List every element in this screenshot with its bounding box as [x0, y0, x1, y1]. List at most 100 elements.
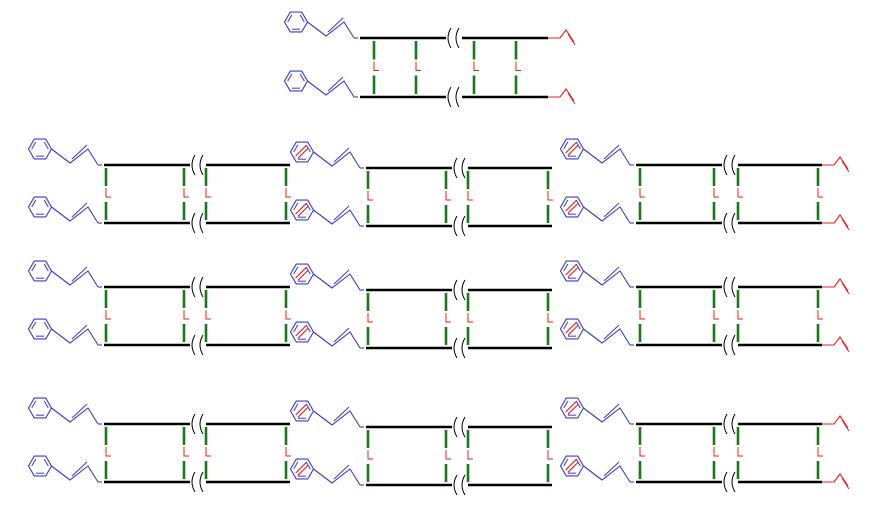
ring-double-bond	[43, 141, 49, 150]
vinyl-group	[822, 156, 850, 173]
vinylene-double-bond	[71, 202, 88, 218]
vinylene-chain	[51, 407, 99, 425]
vinyl-double-bond	[567, 92, 576, 105]
break-curve	[453, 157, 458, 179]
styryl-group	[289, 141, 364, 169]
linker-bond	[367, 313, 373, 323]
styryl-group	[289, 199, 364, 227]
linker-bond	[285, 310, 291, 320]
crosslink-rung	[104, 427, 111, 479]
break-curve	[199, 413, 204, 435]
break-curve	[723, 334, 728, 356]
chain-break-icon	[723, 471, 736, 493]
linker-bond	[547, 450, 553, 460]
break-curve	[453, 474, 458, 496]
ring-red-bond	[295, 462, 307, 474]
break-curve	[731, 471, 736, 493]
break-curve	[461, 337, 466, 359]
vinylene-double-bond	[603, 461, 620, 477]
benzene-ring-icon	[289, 400, 315, 422]
ladder-unit	[289, 400, 553, 496]
vinylene-chain	[51, 206, 99, 224]
crosslink-rung	[284, 290, 291, 342]
break-curve	[723, 276, 728, 298]
ring-red-bond	[567, 461, 579, 473]
vinyl-chain	[822, 473, 849, 487]
vinylene-chain	[583, 148, 631, 166]
vinyl-chain	[548, 88, 575, 102]
crosslink-rung	[638, 168, 645, 220]
crosslink-rung	[366, 171, 373, 223]
break-curve	[455, 86, 460, 108]
linker-bond	[105, 310, 111, 320]
ring-outline	[27, 455, 53, 477]
chain-break-icon	[447, 86, 460, 108]
vinylene-chain	[583, 270, 631, 288]
linker-bond	[817, 447, 823, 457]
vinylene-double-bond	[327, 17, 344, 33]
linker-bond	[737, 447, 743, 457]
crosslink-rung	[546, 171, 553, 223]
break-curve	[191, 471, 196, 493]
ring-double-bond	[43, 400, 49, 409]
ring-red-bond	[567, 202, 579, 214]
ring-double-bond	[299, 14, 305, 23]
chain-break-icon	[723, 154, 736, 176]
styryl-group	[27, 138, 102, 166]
crosslink-rung	[712, 290, 719, 342]
ring-double-bond	[31, 199, 37, 208]
linker-bond	[473, 61, 479, 71]
crosslink-rung	[816, 290, 823, 342]
vinylene-double-bond	[603, 403, 620, 419]
linker-bond	[183, 188, 189, 198]
linker-bond	[367, 450, 373, 460]
crosslink-rung	[712, 168, 719, 220]
linker-bond	[445, 313, 451, 323]
vinylene-double-bond	[333, 147, 350, 163]
benzene-ring-icon	[559, 318, 585, 340]
vinylene-chain	[313, 273, 361, 291]
benzene-ring-icon	[27, 196, 53, 218]
ring-red-bond	[565, 401, 577, 413]
benzene-ring-icon	[27, 260, 53, 282]
benzene-ring-icon	[289, 263, 315, 285]
linker-bond	[373, 61, 379, 71]
ring-red-bond	[297, 269, 309, 281]
styryl-group	[289, 321, 364, 349]
break-curve	[447, 86, 452, 108]
vinylene-double-bond	[71, 324, 88, 340]
styryl-group	[289, 400, 364, 428]
chain-break-icon	[191, 471, 204, 493]
vinyl-double-bond	[841, 160, 850, 173]
break-curve	[191, 413, 196, 435]
vinylene-double-bond	[603, 266, 620, 282]
vinylene-chain	[583, 328, 631, 346]
vinyl-group	[822, 336, 850, 353]
break-curve	[199, 334, 204, 356]
ring-double-bond	[43, 263, 49, 272]
vinyl-chain	[548, 29, 575, 43]
benzene-ring-icon	[27, 318, 53, 340]
vinylene-chain	[313, 151, 361, 169]
break-curve	[723, 413, 728, 435]
styryl-group	[27, 455, 102, 483]
vinyl-double-bond	[841, 419, 850, 432]
vinylene-double-bond	[71, 461, 88, 477]
vinyl-group	[822, 415, 850, 432]
ring-red-bond	[565, 200, 577, 212]
vinylene-double-bond	[603, 324, 620, 340]
ladder-unit	[27, 397, 291, 493]
ring-outline	[289, 321, 315, 343]
crosslink-rung	[816, 168, 823, 220]
ring-double-bond	[293, 266, 299, 275]
linker-bond	[105, 188, 111, 198]
vinylene-chain	[51, 148, 99, 166]
crosslink-rung	[444, 293, 451, 345]
ring-red-bond	[295, 404, 307, 416]
crosslink-rung	[444, 171, 451, 223]
crosslink-rung	[204, 427, 211, 479]
ring-outline	[289, 458, 315, 480]
chain-break-icon	[453, 279, 466, 301]
benzene-ring-icon	[289, 141, 315, 163]
